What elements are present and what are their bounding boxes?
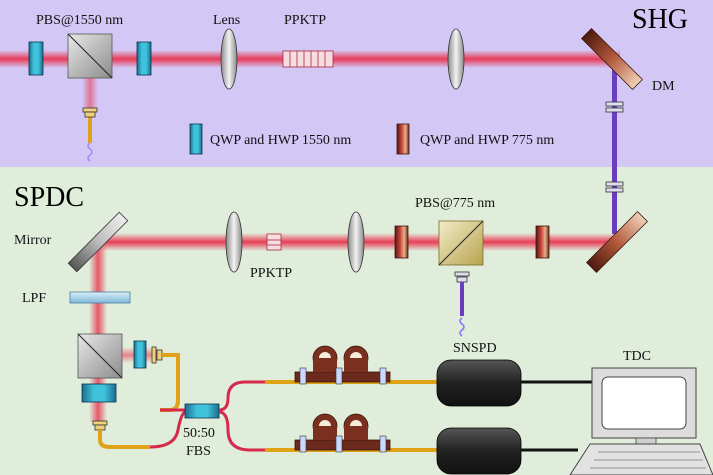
pbs-775-coupler — [454, 271, 470, 277]
fiber-yellow-bottom — [98, 430, 150, 449]
shg-lens-2 — [447, 28, 465, 90]
fbs-out-red-1 — [218, 380, 265, 412]
legend-label-775: QWP and HWP 775 nm — [420, 133, 554, 148]
section-title-spdc: SPDC — [14, 182, 84, 213]
label-tdc: TDC — [623, 349, 651, 364]
spdc-mirror — [67, 211, 129, 273]
pump-connector-top-b — [605, 107, 624, 113]
legend-waveplate-775-icon — [396, 123, 410, 155]
spdc-lens-2 — [347, 211, 365, 273]
pbs-lower-waveplate-bottom — [81, 383, 117, 403]
pbs-1550-fiber-squiggle — [87, 142, 93, 162]
pbs-775-fiber-squiggle — [459, 317, 465, 337]
label-fbs: FBS — [186, 444, 211, 459]
label-ppktp-shg: PPKTP — [284, 13, 326, 28]
legend-waveplate-1550-icon — [189, 123, 203, 155]
section-title-shg: SHG — [632, 4, 688, 35]
lpf-filter — [69, 291, 131, 304]
pbs-775-diagonal — [438, 220, 484, 266]
label-ppktp-spdc: PPKTP — [250, 266, 292, 281]
coupler-right-a — [151, 346, 157, 364]
spdc-waveplate-775-a — [394, 225, 409, 259]
pbs-1550-fiber — [88, 117, 92, 143]
pbs-1550-output-beam — [82, 78, 98, 108]
spdc-input-mirror — [586, 211, 648, 273]
pump-connector-top — [605, 101, 624, 107]
pump-connector-bottom — [605, 181, 624, 187]
ppktp-spdc-crystal — [266, 233, 282, 251]
pump-connector-bottom-b — [605, 187, 624, 193]
polarization-controller-bottom — [265, 413, 440, 453]
coupler-right-b — [156, 349, 163, 361]
pbs-1550-coupler-b — [84, 111, 96, 118]
spdc-lens-1 — [225, 211, 243, 273]
fbs-body — [184, 403, 220, 419]
label-fbs-ratio: 50:50 — [183, 426, 215, 441]
shg-lens-1 — [220, 28, 238, 90]
label-dm: DM — [652, 79, 675, 94]
snspd-detector-1 — [436, 359, 522, 407]
tdc-computer-icon — [569, 367, 713, 475]
snspd-detector-2 — [436, 427, 522, 475]
pump-beam-vertical — [612, 64, 617, 234]
fiber-red-in-2 — [149, 410, 186, 449]
shg-waveplate-1550-b — [136, 41, 152, 76]
ppktp-shg-crystal — [282, 50, 334, 68]
label-lens: Lens — [213, 13, 240, 28]
dichroic-mirror — [581, 28, 643, 90]
label-pbs775: PBS@775 nm — [415, 196, 495, 211]
shg-waveplate-1550-a — [28, 41, 44, 76]
pbs-lower-diagonal — [77, 333, 123, 379]
pbs-775-coupler-b — [456, 276, 468, 283]
pbs-lower-waveplate-right — [133, 340, 147, 369]
pbs-1550-coupler — [82, 107, 98, 113]
label-pbs1550: PBS@1550 nm — [36, 13, 123, 28]
coupler-bottom-a — [92, 420, 108, 426]
pbs-1550-diagonal — [67, 33, 113, 79]
spdc-waveplate-775-b — [535, 225, 550, 259]
fbs-out-red-2 — [218, 410, 265, 452]
label-snspd: SNSPD — [453, 341, 497, 356]
label-lpf: LPF — [22, 291, 46, 306]
coupler-bottom-b — [94, 424, 106, 431]
shg-section — [0, 0, 713, 167]
polarization-controller-top — [265, 345, 440, 385]
pbs-775-fiber — [460, 282, 464, 316]
legend-label-1550: QWP and HWP 1550 nm — [210, 133, 351, 148]
label-mirror: Mirror — [14, 233, 52, 248]
